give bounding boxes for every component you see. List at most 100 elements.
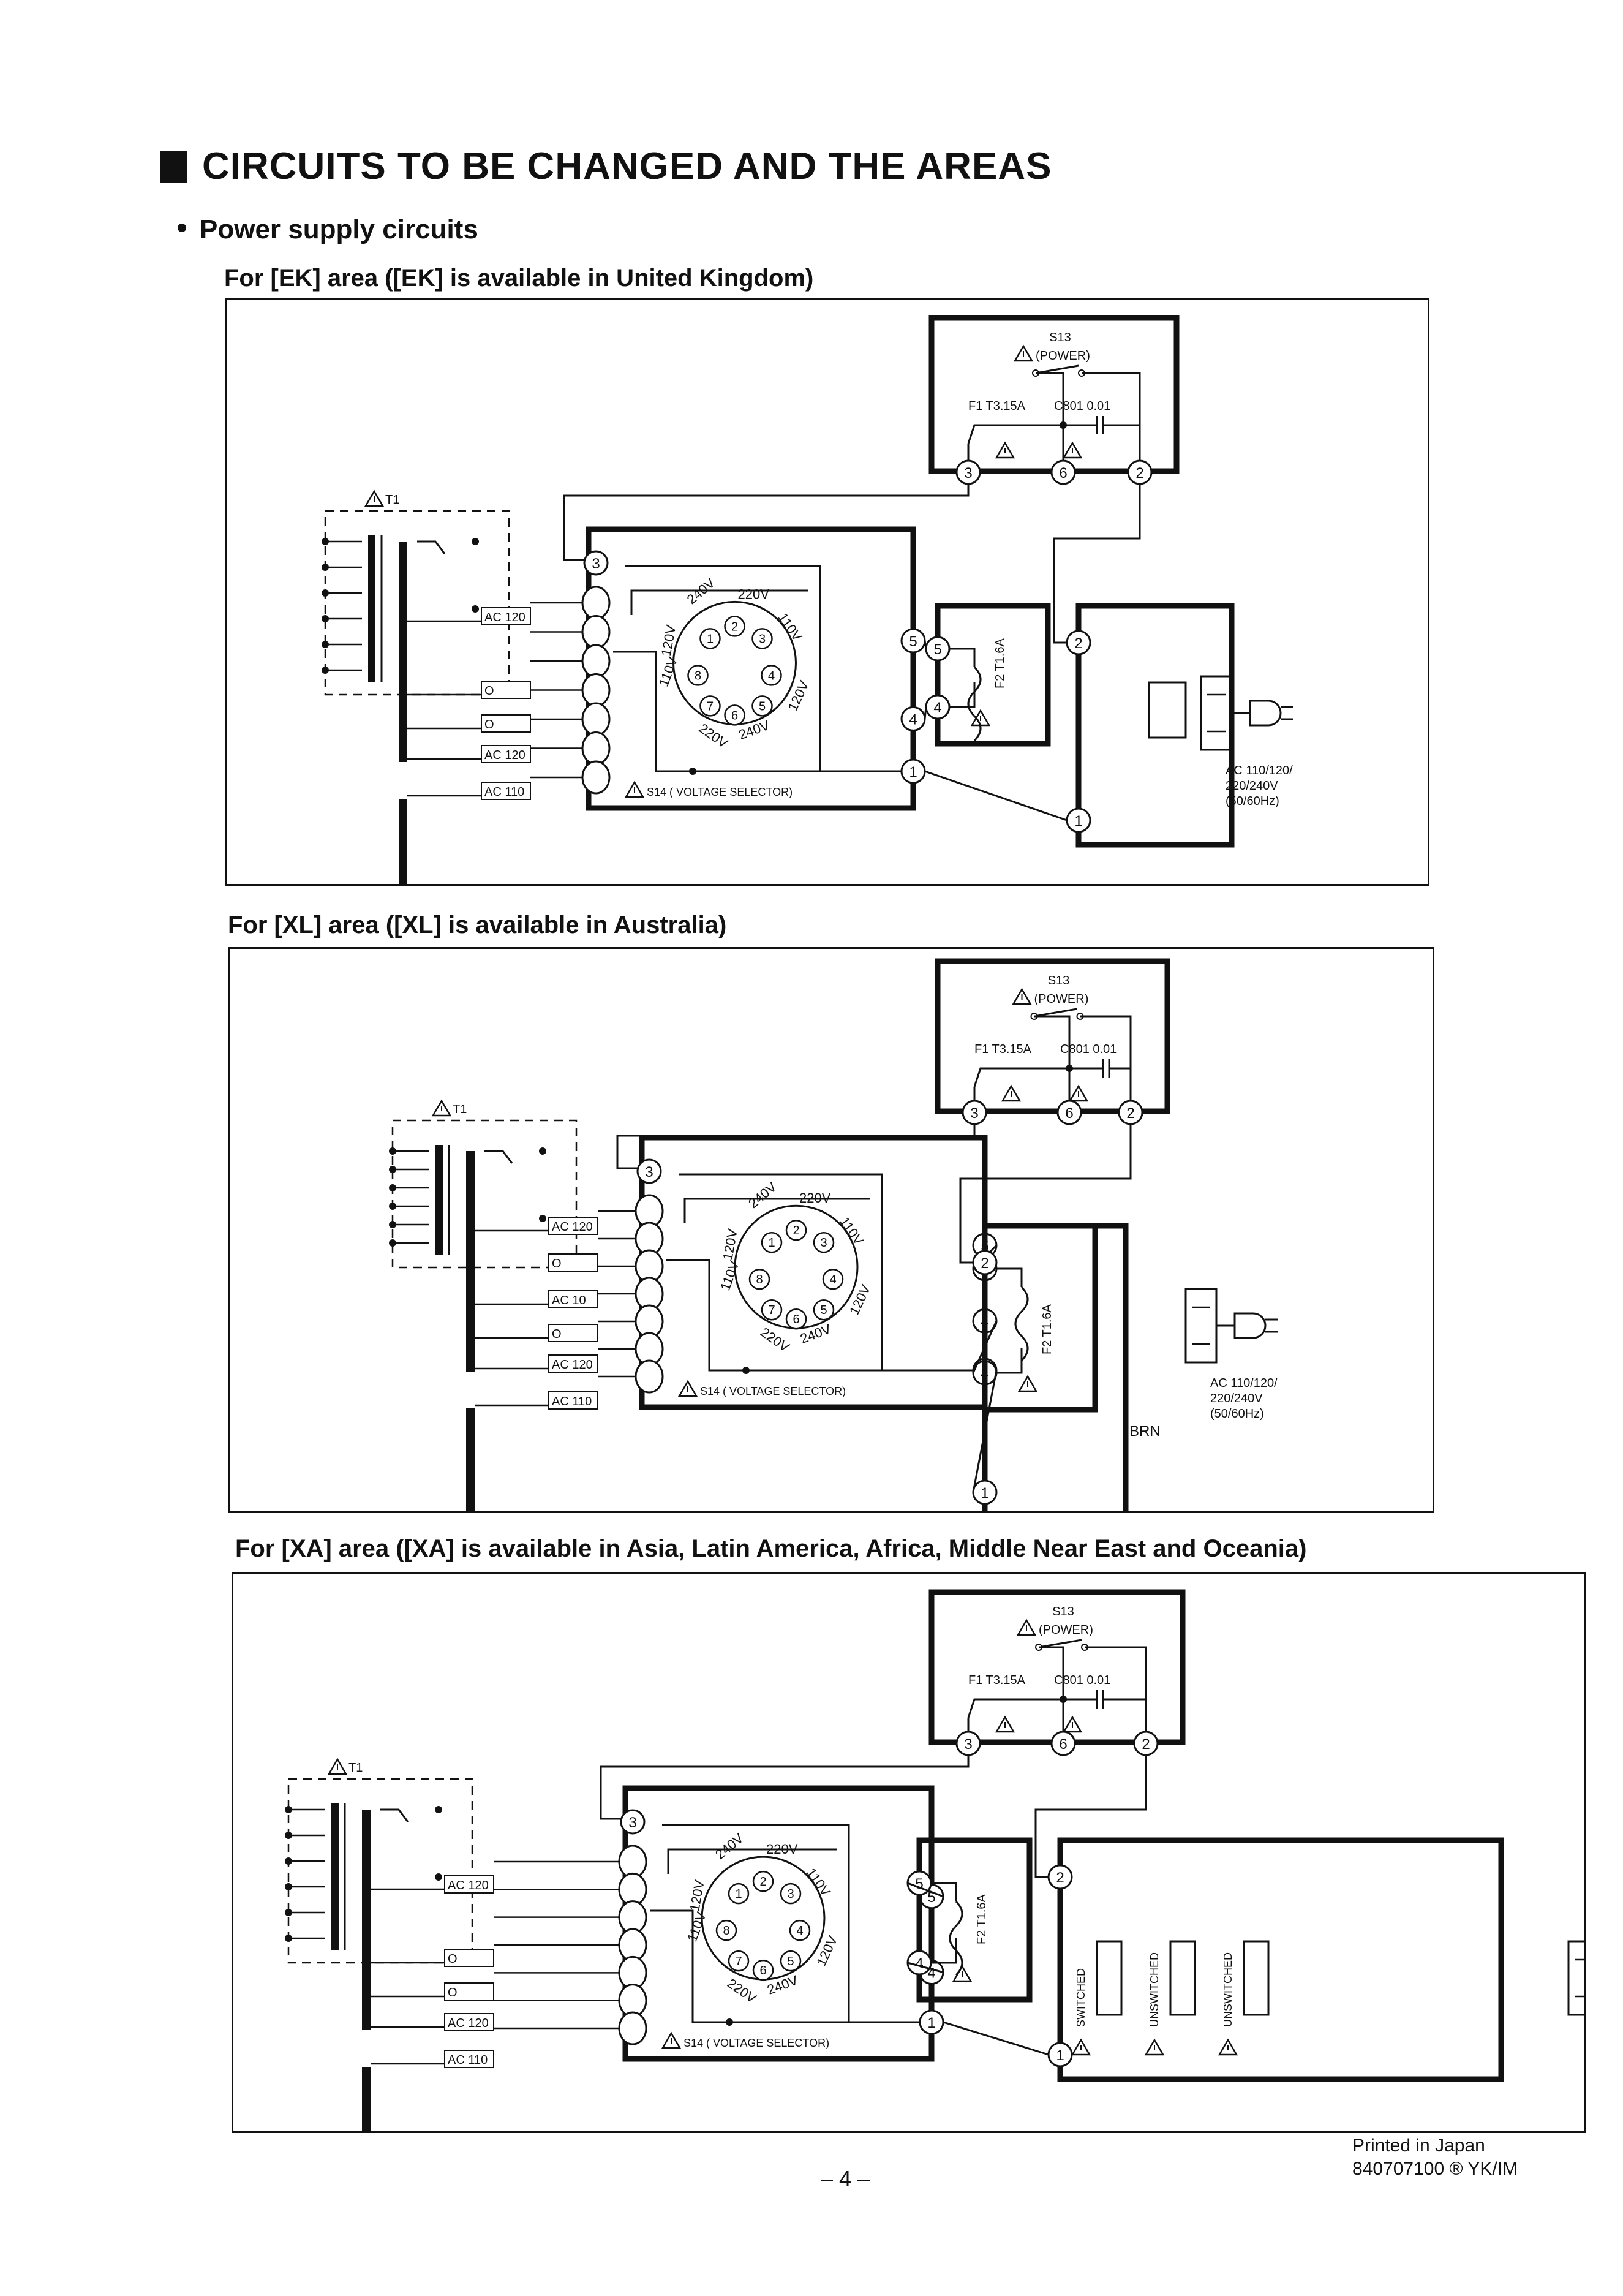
tap-label: O <box>484 684 494 698</box>
f2-wire <box>924 706 927 719</box>
rotary-contact-number: 7 <box>735 1955 742 1968</box>
thermal-fuse <box>380 1808 409 1822</box>
rotary-contact-number: 2 <box>731 620 738 633</box>
transformer-core <box>331 1803 339 1950</box>
power-label: (POWER) <box>1034 992 1089 1006</box>
rotary-contact-number: 3 <box>820 1236 827 1250</box>
f2-label: F2 T1.6A <box>975 1894 988 1944</box>
fuse-line <box>967 424 1063 444</box>
terminal-number: 2 <box>1135 465 1143 481</box>
terminal-number: 3 <box>628 1815 636 1831</box>
neutral-wire <box>943 2021 1049 2056</box>
terminal-number: 5 <box>915 1876 923 1892</box>
terminal <box>583 550 609 576</box>
fuse-line <box>973 1067 1069 1087</box>
ac-rating-line3: (50/60Hz) <box>1210 1407 1264 1421</box>
s14-label: S14 ( VOLTAGE SELECTOR) <box>647 786 793 798</box>
rotary-contact <box>751 628 773 649</box>
rotary-contact-number: 3 <box>787 1887 794 1901</box>
rotary-contact-number: 6 <box>731 709 738 722</box>
terminal <box>1050 459 1076 485</box>
rotary-contact <box>780 1950 802 1972</box>
terminal-number: 5 <box>933 641 941 658</box>
area-label-xl: For [XL] area ([XL] is available in Aust… <box>228 912 727 938</box>
junction-dot <box>742 1367 750 1374</box>
rotary-contact <box>785 1219 807 1241</box>
tap-label: O <box>448 1986 458 2000</box>
t1-label: T1 <box>453 1103 467 1116</box>
rotary-contact-number: 1 <box>735 1887 742 1901</box>
terminal-number: 3 <box>964 1736 972 1753</box>
rotary-contact <box>699 695 721 717</box>
switched-outlet-label: SWITCHED <box>1075 1968 1087 2027</box>
cap-line <box>1103 1698 1147 1736</box>
v220-label: 220V <box>696 720 731 751</box>
terminal-number: 2 <box>1056 1870 1064 1886</box>
v110-label: 110V <box>837 1214 867 1248</box>
switch-to-selector-wire <box>600 1755 970 1820</box>
outlet-warning-icon <box>1144 2038 1165 2056</box>
rotary-contact-number: 2 <box>759 1875 766 1889</box>
rotary-contact-number: 5 <box>759 700 766 713</box>
tap-box <box>481 782 531 800</box>
neutral-wire <box>972 1370 998 1493</box>
brn-wire-label: BRN <box>1129 1423 1161 1440</box>
tap-label: O <box>484 718 494 731</box>
page-title: CIRCUITS TO BE CHANGED AND THE AREAS <box>160 145 1052 188</box>
wire <box>949 648 976 667</box>
s14-label: S14 ( VOLTAGE SELECTOR) <box>683 2037 829 2049</box>
tap-box <box>444 2050 494 2068</box>
selector-internal-wire <box>683 1198 870 1223</box>
neutral-wire <box>924 770 1068 821</box>
tap-label: O <box>552 1257 562 1271</box>
s13-label: S13 <box>1049 331 1071 344</box>
selector-internal-wire <box>650 1909 919 2023</box>
outlet-socket <box>1169 1940 1196 2016</box>
c801-label: C801 0.01 <box>1054 399 1110 413</box>
terminal-number: 2 <box>1074 635 1082 652</box>
rotary-contact-number: 4 <box>768 669 775 682</box>
tap-box <box>548 1253 598 1272</box>
v240-label: 240V <box>712 1830 747 1862</box>
tap-box <box>444 1982 494 2001</box>
ac-plug-icon <box>1233 1312 1267 1339</box>
selector-contact <box>635 1359 664 1394</box>
switch-wire <box>1080 1015 1132 1068</box>
secondary-winding <box>466 1408 475 1511</box>
wire <box>931 1882 957 1901</box>
s14-warning-icon <box>661 2031 682 2049</box>
tap-box <box>548 1391 598 1410</box>
page-title-text: CIRCUITS TO BE CHANGED AND THE AREAS <box>202 145 1052 187</box>
secondary-winding <box>362 1810 371 1920</box>
rotary-contact-number: 7 <box>707 700 714 713</box>
c801-label: C801 0.01 <box>1060 1043 1117 1056</box>
section-subtitle-text: Power supply circuits <box>200 214 478 244</box>
rotary-contact-number: 6 <box>759 1964 766 1977</box>
tap-label: AC 120 <box>484 611 525 624</box>
power-return-wire <box>1034 1755 1147 1878</box>
f2-warning-icon <box>1017 1375 1038 1392</box>
f2-fuse-box <box>935 603 1051 747</box>
rotary-contact <box>715 1919 737 1941</box>
printed-in-text: Printed in Japan <box>1352 2136 1485 2156</box>
selector-internal-wire <box>679 1173 883 1370</box>
f1-label: F1 T3.15A <box>974 1043 1032 1056</box>
bullet-icon <box>178 224 186 232</box>
f2-label: F2 T1.6A <box>993 638 1007 689</box>
v220-label: 220V <box>758 1324 793 1355</box>
v220-label: 220V <box>738 586 770 602</box>
fuse-symbol <box>967 666 982 742</box>
f2-fuse-box <box>982 1223 1098 1413</box>
fuse-line <box>967 1698 1063 1718</box>
selector-contact <box>581 586 611 620</box>
terminal-number: 5 <box>909 633 917 650</box>
selector-contact <box>581 673 611 707</box>
tap-label: O <box>448 1952 458 1966</box>
wire <box>931 1938 957 1964</box>
tap-box <box>481 607 531 625</box>
f2-wire <box>907 1882 944 1898</box>
rotary-contact <box>780 1882 802 1905</box>
